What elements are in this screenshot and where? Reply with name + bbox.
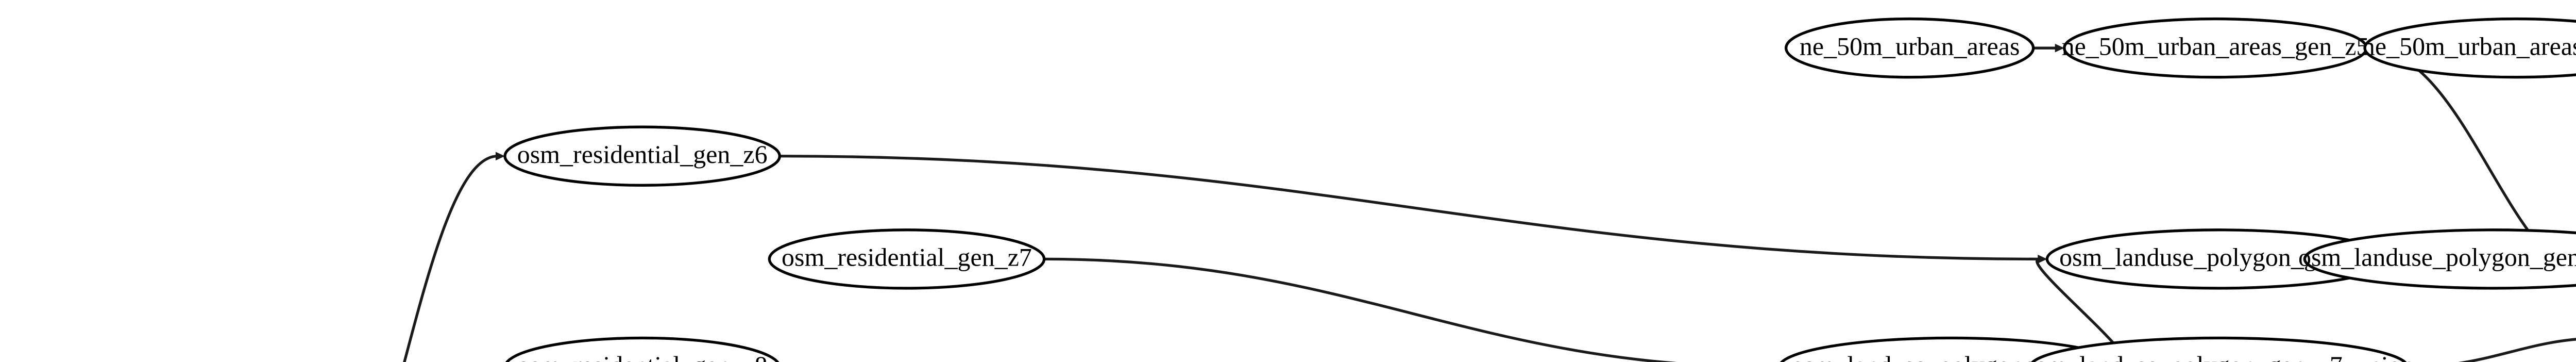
node-ne-50m-urban-areas-gen-z4[interactable]: ne_50m_urban_areas_gen_z4 [2362, 17, 2576, 79]
node-label: osm_residential_gen_z8 [517, 351, 768, 362]
node-osm-landuse-polygon-gen-z6-union[interactable]: osm_landuse_polygon_gen_z6_union [2298, 228, 2576, 290]
node-label: osm_residential_gen_z6 [517, 140, 768, 169]
node-osm-landuse-polygon-gen-z7-union[interactable]: osm_landuse_polygon_gen_z7_union [2024, 336, 2414, 362]
edge [2458, 338, 2576, 362]
node-osm-residential-gen-z8[interactable]: osm_residential_gen_z8 [505, 336, 779, 362]
node-osm-residential-gen-z6[interactable]: osm_residential_gen_z6 [503, 125, 781, 187]
edge [2033, 43, 2064, 53]
node-label: osm_landuse_polygon_gen_z6_union [2298, 243, 2576, 272]
node-label: ne_50m_urban_areas_gen_z4 [2362, 31, 2576, 60]
edge [1044, 257, 1677, 362]
node-label: osm_landuse_polygon_gen_z7 [1791, 351, 2110, 362]
edge [403, 152, 505, 362]
node-osm-residential-gen-z7[interactable]: osm_residential_gen_z7 [768, 228, 1046, 290]
node-ne-50m-urban-areas-gen-z5[interactable]: ne_50m_urban_areas_gen_z5 [2062, 17, 2369, 79]
node-osm-landuse-polygon-gen-z7[interactable]: osm_landuse_polygon_gen_z7 [1779, 336, 2123, 362]
node-label: ne_50m_urban_areas_gen_z5 [2062, 31, 2369, 60]
node-label: ne_50m_urban_areas [1800, 31, 2020, 60]
node-ne-50m-urban-areas[interactable]: ne_50m_urban_areas [1785, 17, 2035, 79]
node-label: osm_landuse_polygon_gen_z7_union [2024, 351, 2414, 362]
nodes-layer: imposm3osm_landuse_polygonosm_residentia… [503, 17, 2576, 362]
node-label: osm_residential_gen_z7 [782, 243, 1032, 272]
edges-layer [403, 43, 2576, 362]
